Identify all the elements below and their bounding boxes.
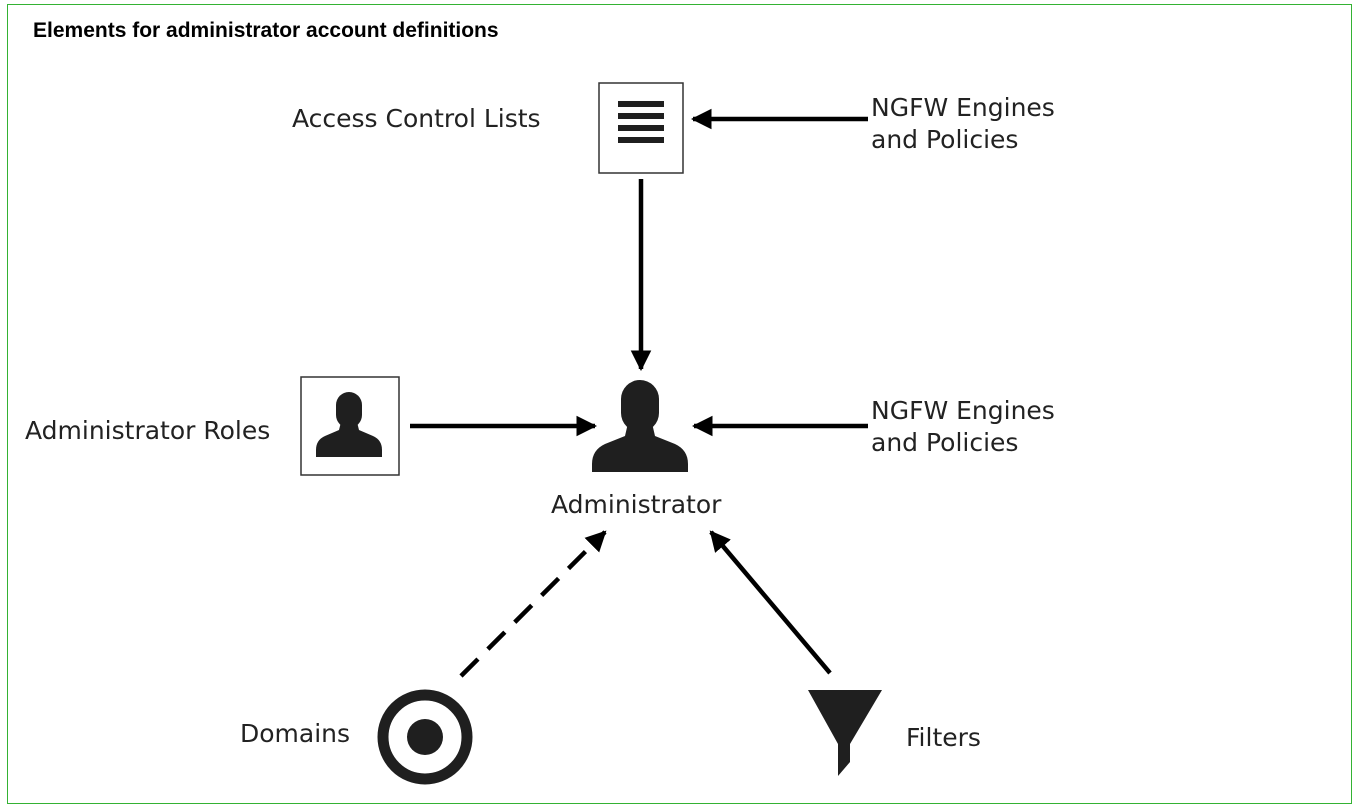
filters-label: Filters — [906, 723, 981, 752]
user-icon — [316, 392, 382, 457]
ngfw-mid-label-line2: and Policies — [871, 428, 1019, 457]
ngfw-top-label-line1: NGFW Engines — [871, 93, 1055, 122]
roles-label: Administrator Roles — [25, 416, 271, 445]
funnel-icon — [808, 690, 882, 776]
arrows — [410, 108, 868, 678]
target-icon — [377, 689, 473, 785]
arrow-domains-to-admin — [459, 530, 607, 678]
ngfw-top-label-line2: and Policies — [871, 125, 1019, 154]
acl-label: Access Control Lists — [292, 104, 541, 133]
ngfw-mid-label-line1: NGFW Engines — [871, 396, 1055, 425]
acl-node — [598, 82, 684, 174]
roles-node — [300, 376, 400, 476]
figure-title: Elements for administrator account defin… — [33, 19, 499, 42]
domains-label: Domains — [240, 719, 351, 748]
list-icon — [618, 101, 664, 143]
admin-user-icon — [592, 380, 688, 472]
admin-label: Administrator — [551, 490, 722, 519]
arrow-filters-to-admin — [709, 530, 832, 675]
